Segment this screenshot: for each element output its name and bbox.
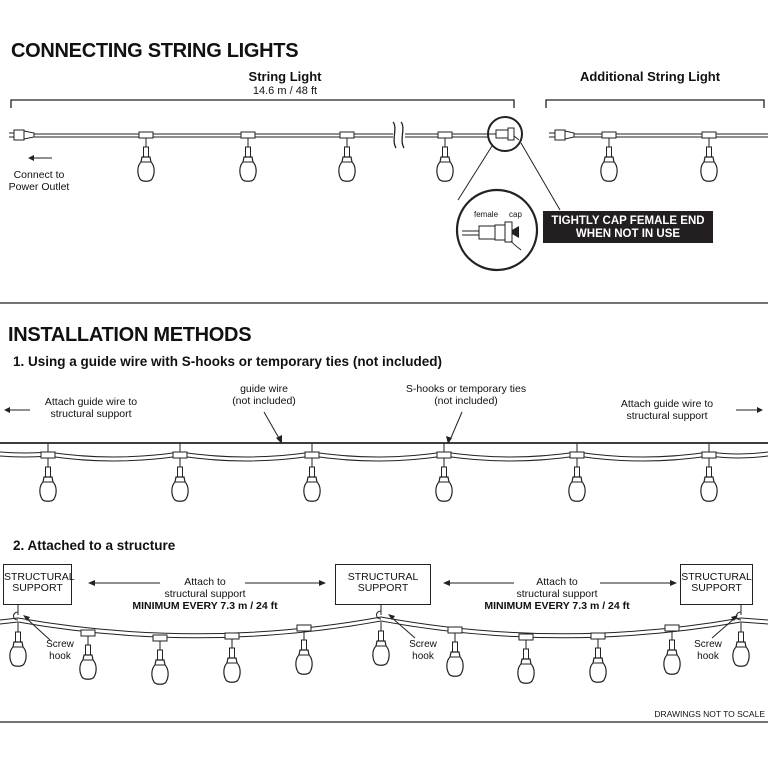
- power-label-line2: Power Outlet: [8, 181, 70, 193]
- shooks-line1: S-hooks or temporary ties: [405, 383, 527, 395]
- hook1-line1: Screw: [46, 639, 74, 650]
- bulb-m1-1: [39, 451, 57, 502]
- guide-wire-line1: guide wire: [240, 383, 288, 395]
- left-note-line1: Attach guide wire to: [44, 396, 138, 408]
- male-plug: [9, 129, 35, 141]
- inset-female-label: female: [474, 210, 499, 219]
- attach-left-line2: structural support: [164, 588, 246, 600]
- shooks-label: S-hooks or temporary ties (not included): [393, 383, 539, 407]
- bulb-m1-5: [568, 451, 586, 502]
- hook-pointer-2: [388, 614, 416, 639]
- support-left-line2: SUPPORT: [12, 582, 63, 594]
- right-note-line2: structural support: [626, 410, 708, 422]
- structural-support-center: STRUCTURAL SUPPORT: [335, 564, 431, 605]
- shooks-pointer: [446, 411, 463, 444]
- bulb-m2-1: [9, 622, 27, 667]
- screw-hook-label-1: Screw hook: [38, 639, 82, 663]
- guide-wire-label: guide wire (not included): [214, 383, 314, 407]
- hook-pointer-3: [711, 615, 738, 639]
- additional-bracket: [545, 99, 765, 108]
- cap-warning-line1: TIGHTLY CAP FEMALE END: [551, 215, 705, 227]
- attach-note-right: Attach to structural support MINIMUM EVE…: [472, 576, 642, 612]
- installation-title: INSTALLATION METHODS: [8, 324, 252, 346]
- additional-light-label: Additional String Light: [579, 69, 721, 84]
- power-arrow: [28, 155, 52, 161]
- support-right-line1: STRUCTURAL: [681, 571, 752, 583]
- method2-heading: 2. Attached to a structure: [13, 538, 176, 553]
- cap-warning-line2: WHEN NOT IN USE: [575, 228, 681, 240]
- method1-left-note: Attach guide wire to structural support: [30, 396, 152, 420]
- bulb-m1-6: [700, 451, 718, 502]
- support-left-line1: STRUCTURAL: [4, 571, 75, 583]
- string-light-length: 14.6 m / 48 ft: [252, 85, 318, 97]
- hook1-line2: hook: [49, 651, 71, 662]
- bulb-top-1: [137, 131, 155, 182]
- bulb-m2-4: [223, 632, 241, 683]
- bulb-m2-6: [372, 621, 390, 666]
- bulb-m1-3: [303, 451, 321, 502]
- string-light-bracket: [10, 99, 515, 108]
- screw-hook-label-2: Screw hook: [401, 639, 445, 663]
- power-outlet-label: Connect to Power Outlet: [0, 169, 78, 193]
- structural-support-right: STRUCTURAL SUPPORT: [680, 564, 753, 605]
- bulb-m2-11: [732, 622, 750, 667]
- bulb-m2-7: [446, 626, 464, 677]
- string-light-label: String Light: [248, 69, 322, 84]
- inset-cap-label: cap: [509, 210, 522, 219]
- attach-left-line3: MINIMUM EVERY 7.3 m / 24 ft: [132, 600, 278, 612]
- bulb-add-2: [700, 131, 718, 182]
- method1-right-note: Attach guide wire to structural support: [606, 398, 728, 422]
- attach-arrow-right: [443, 580, 677, 586]
- attach-left-line1: Attach to: [184, 576, 226, 588]
- hook2-line1: Screw: [409, 639, 437, 650]
- hook2-line2: hook: [412, 651, 434, 662]
- bulb-m2-9: [589, 632, 607, 683]
- attach-arrow-left: [88, 580, 326, 586]
- hook3-line2: hook: [697, 651, 719, 662]
- bulb-top-4: [436, 131, 454, 182]
- screw-hook-label-3: Screw hook: [686, 639, 730, 663]
- bulb-m2-3: [151, 634, 169, 685]
- guide-wire-line2: (not included): [232, 395, 296, 407]
- bulb-top-2: [239, 131, 257, 182]
- bulb-add-1: [600, 131, 618, 182]
- attach-right-line2: structural support: [516, 588, 598, 600]
- support-center-line2: SUPPORT: [357, 582, 409, 594]
- attach-right-line1: Attach to: [536, 576, 578, 588]
- support-center-line1: STRUCTURAL: [347, 571, 419, 583]
- additional-plug: [549, 129, 575, 141]
- attach-right-line3: MINIMUM EVERY 7.3 m / 24 ft: [484, 600, 630, 612]
- hook-pointer-1: [23, 615, 51, 641]
- disclaimer: DRAWINGS NOT TO SCALE: [654, 709, 765, 719]
- right-arrow-1: [736, 407, 763, 413]
- power-label-line1: Connect to: [13, 169, 65, 181]
- bulb-m2-2: [79, 629, 97, 680]
- support-right-line2: SUPPORT: [691, 582, 742, 594]
- structural-support-left: STRUCTURAL SUPPORT: [3, 564, 75, 605]
- guide-wire-pointer: [263, 411, 282, 444]
- shooks-line2: (not included): [434, 395, 498, 407]
- left-arrow-1: [4, 407, 30, 413]
- hook3-line1: Screw: [694, 639, 722, 650]
- bulb-top-3: [338, 131, 356, 182]
- cap-warning-banner: TIGHTLY CAP FEMALE END WHEN NOT IN USE: [543, 211, 713, 243]
- bulb-m1-2: [171, 451, 189, 502]
- attach-note-left: Attach to structural support MINIMUM EVE…: [120, 576, 290, 612]
- bulb-m1-4: [435, 451, 453, 502]
- right-note-line1: Attach guide wire to: [620, 398, 714, 410]
- method1-heading: 1. Using a guide wire with S-hooks or te…: [13, 354, 443, 369]
- bulb-m2-8: [517, 633, 535, 684]
- left-note-line2: structural support: [50, 408, 132, 420]
- connecting-title: CONNECTING STRING LIGHTS: [11, 40, 299, 62]
